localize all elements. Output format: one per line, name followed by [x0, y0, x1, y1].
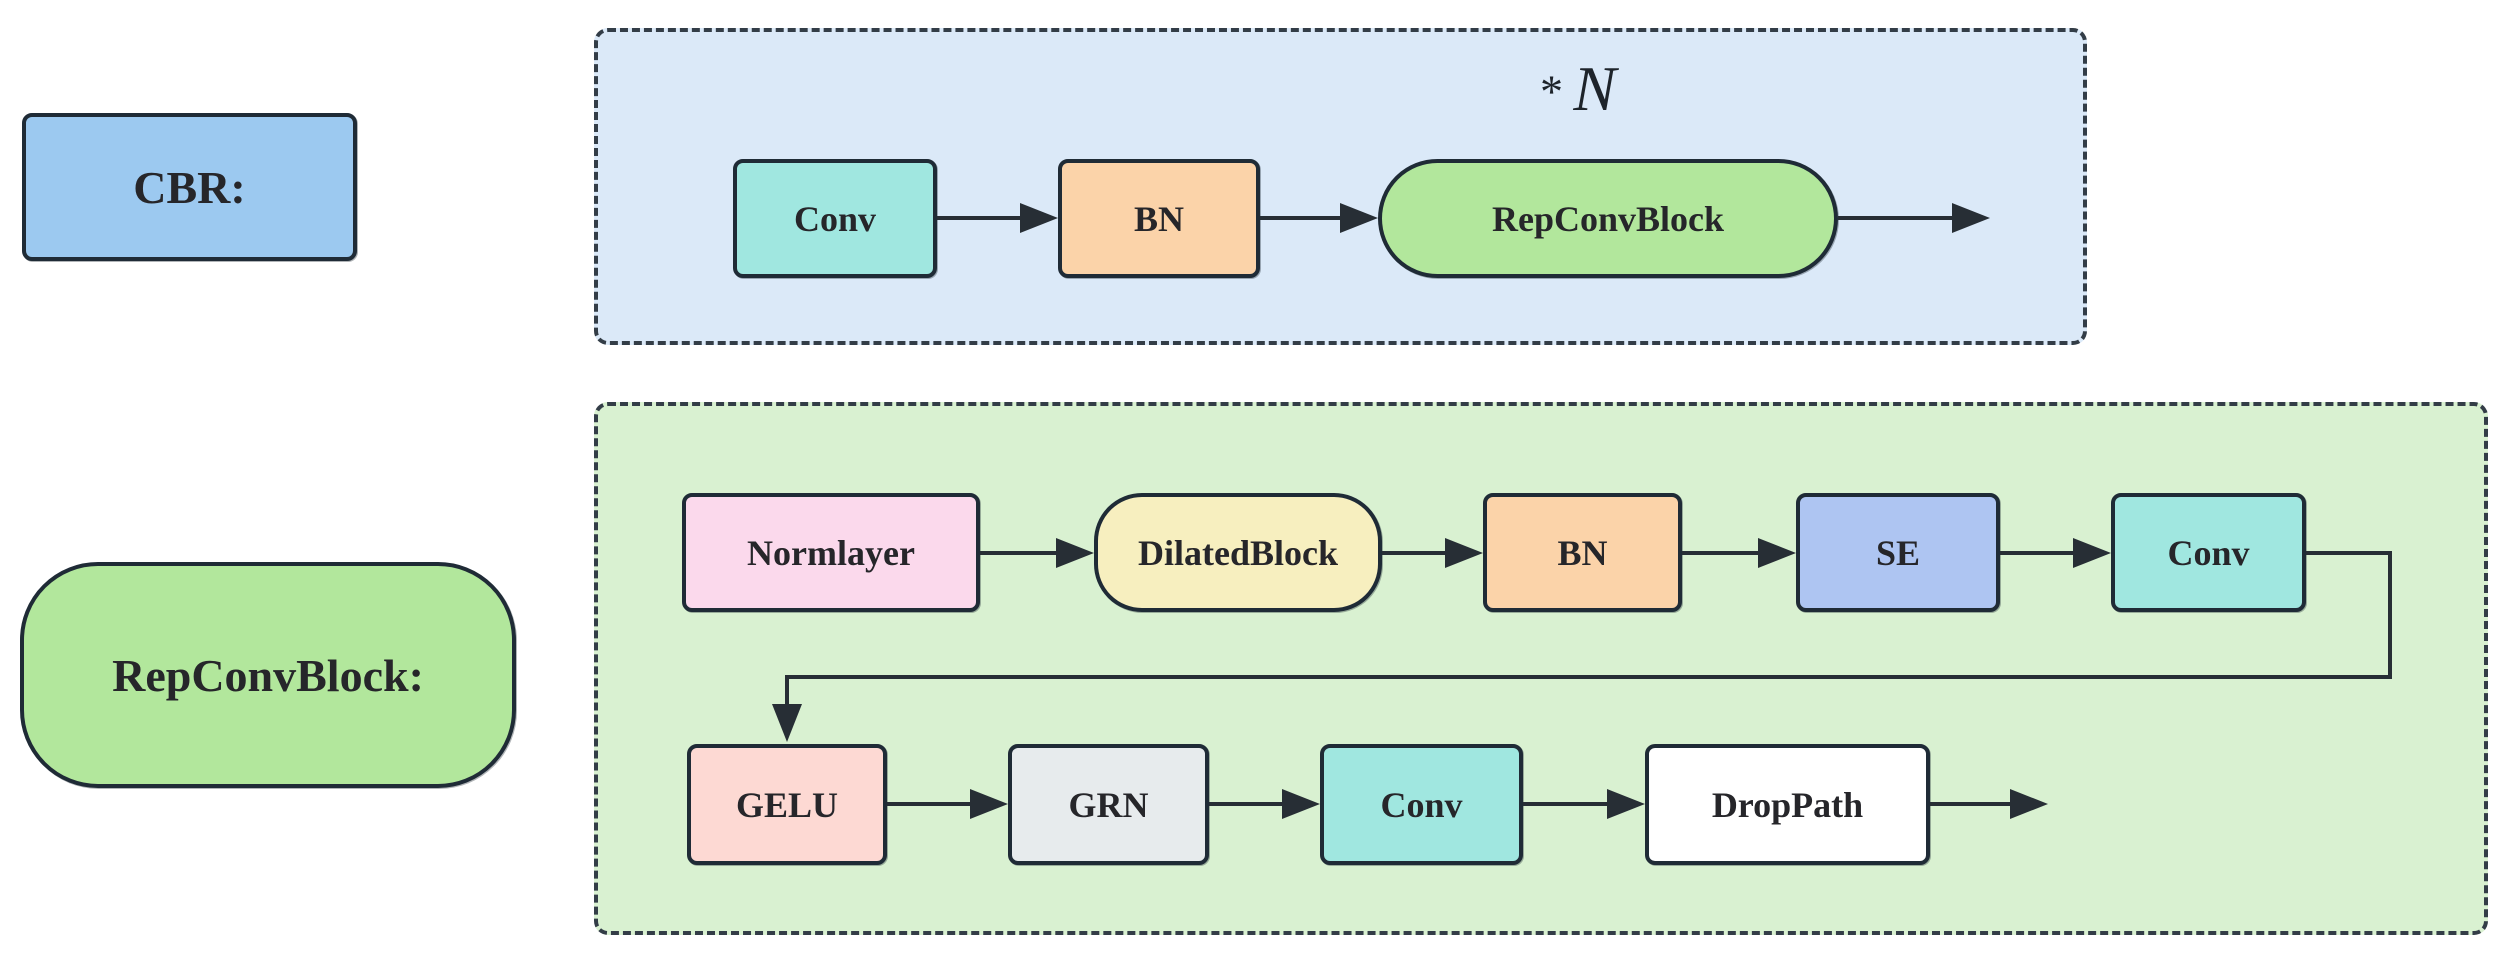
- node-conv-top-label: Conv: [793, 198, 877, 239]
- legend-repconvblock-label: RepConvBlock:: [112, 649, 424, 701]
- node-bn-inner-label: BN: [1557, 532, 1608, 573]
- node-bn-inner: BN: [1483, 493, 1682, 612]
- node-gelu-label: GELU: [735, 784, 839, 825]
- node-conv-row1-label: Conv: [2167, 532, 2250, 573]
- node-conv-row2: Conv: [1320, 744, 1523, 865]
- node-droppath-label: DropPath: [1711, 784, 1864, 825]
- node-gelu: GELU: [687, 744, 887, 865]
- node-grn: GRN: [1008, 744, 1209, 865]
- node-repconvblock-top-label: RepConvBlock: [1491, 198, 1725, 239]
- node-normlayer-label: Normlayer: [747, 532, 915, 573]
- repeat-n-label: * N: [1540, 52, 1618, 126]
- legend-cbr: CBR:: [22, 113, 357, 261]
- node-bn-top: BN: [1058, 159, 1260, 278]
- node-se: SE: [1796, 493, 2000, 612]
- node-bn-top-label: BN: [1133, 198, 1184, 239]
- node-grn-label: GRN: [1068, 784, 1149, 825]
- repeat-variable: N: [1573, 53, 1619, 124]
- node-dilatedblock-label: DilatedBlock: [1137, 532, 1338, 573]
- legend-repconvblock: RepConvBlock:: [20, 562, 516, 788]
- node-conv-top: Conv: [733, 159, 937, 278]
- node-droppath: DropPath: [1645, 744, 1930, 865]
- repeat-asterisk: *: [1540, 65, 1566, 117]
- node-normlayer: Normlayer: [682, 493, 980, 612]
- node-conv-row2-label: Conv: [1380, 784, 1463, 825]
- node-se-label: SE: [1875, 532, 1921, 573]
- node-dilatedblock: DilatedBlock: [1094, 493, 1382, 612]
- node-repconvblock-top: RepConvBlock: [1378, 159, 1838, 278]
- node-conv-row1: Conv: [2111, 493, 2306, 612]
- legend-cbr-label: CBR:: [133, 161, 246, 213]
